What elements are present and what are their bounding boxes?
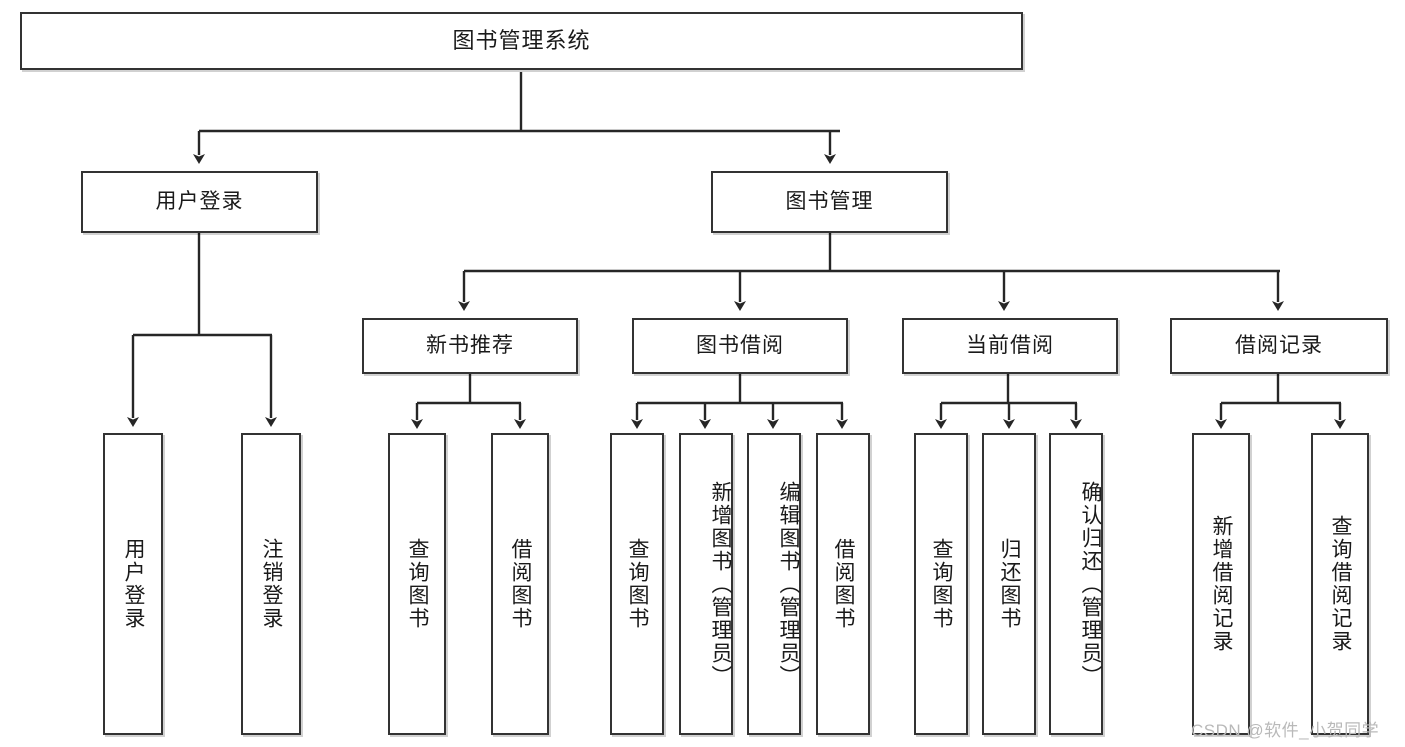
node-leaf-user-login-label: 用户登录	[122, 538, 146, 630]
node-leaf-query-record-label: 查询借阅记录	[1329, 515, 1353, 653]
node-borrow-record[interactable]: 借阅记录	[1170, 318, 1388, 374]
node-leaf-query-record[interactable]: 查询借阅记录	[1311, 433, 1369, 735]
node-leaf-user-logout-label: 注销登录	[260, 538, 284, 630]
node-leaf-borrow-book-1[interactable]: 借阅图书	[491, 433, 549, 735]
node-leaf-return-book-label: 归还图书	[998, 538, 1022, 630]
node-book-borrow[interactable]: 图书借阅	[632, 318, 848, 374]
node-current-borrow-label: 当前借阅	[966, 334, 1054, 358]
node-leaf-edit-book-label: 编辑图书（管理员）	[777, 480, 800, 688]
node-leaf-add-record[interactable]: 新增借阅记录	[1192, 433, 1250, 735]
node-leaf-query-book-1-label: 查询图书	[406, 538, 430, 630]
node-leaf-borrow-book-1-label: 借阅图书	[509, 538, 533, 630]
node-leaf-borrow-book-2[interactable]: 借阅图书	[816, 433, 870, 735]
node-leaf-confirm-return[interactable]: 确认归还（管理员）	[1049, 433, 1103, 735]
node-leaf-query-book-3[interactable]: 查询图书	[914, 433, 968, 735]
node-root[interactable]: 图书管理系统	[20, 12, 1023, 70]
node-leaf-return-book[interactable]: 归还图书	[982, 433, 1036, 735]
node-root-label: 图书管理系统	[452, 27, 591, 53]
node-book-borrow-label: 图书借阅	[696, 334, 784, 358]
node-leaf-user-logout[interactable]: 注销登录	[241, 433, 301, 735]
node-leaf-add-book[interactable]: 新增图书（管理员）	[679, 433, 733, 735]
node-user-login[interactable]: 用户登录	[81, 171, 318, 233]
node-leaf-query-book-2-label: 查询图书	[626, 538, 650, 630]
node-book-management-label: 图书管理	[785, 190, 874, 214]
node-leaf-user-login[interactable]: 用户登录	[103, 433, 163, 735]
node-leaf-confirm-return-label: 确认归还（管理员）	[1079, 480, 1102, 688]
node-leaf-add-record-label: 新增借阅记录	[1210, 515, 1234, 653]
node-borrow-record-label: 借阅记录	[1235, 334, 1323, 358]
node-leaf-query-book-2[interactable]: 查询图书	[610, 433, 664, 735]
node-leaf-query-book-1[interactable]: 查询图书	[388, 433, 446, 735]
node-new-book-recommend-label: 新书推荐	[426, 334, 514, 358]
node-leaf-add-book-label: 新增图书（管理员）	[709, 480, 732, 688]
node-book-management[interactable]: 图书管理	[711, 171, 948, 233]
node-leaf-borrow-book-2-label: 借阅图书	[832, 538, 856, 630]
node-new-book-recommend[interactable]: 新书推荐	[362, 318, 578, 374]
node-leaf-query-book-3-label: 查询图书	[930, 538, 954, 630]
node-leaf-edit-book[interactable]: 编辑图书（管理员）	[747, 433, 801, 735]
node-user-login-label: 用户登录	[155, 190, 244, 214]
node-current-borrow[interactable]: 当前借阅	[902, 318, 1118, 374]
